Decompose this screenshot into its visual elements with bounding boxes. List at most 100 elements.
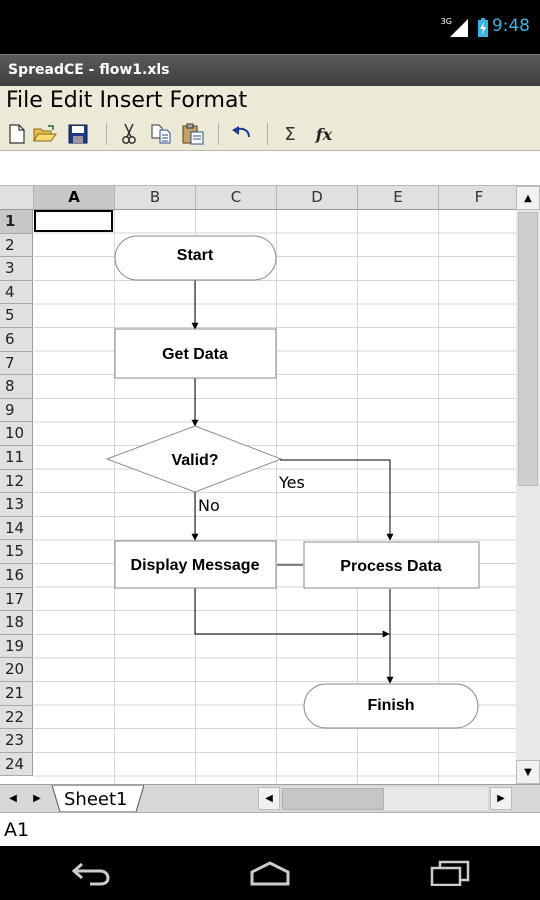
display-message-process[interactable] (114, 540, 277, 589)
row-header-8[interactable]: 8 (0, 375, 33, 399)
get-data-process[interactable] (114, 328, 277, 379)
row-header-17[interactable]: 17 (0, 587, 33, 612)
save-button[interactable] (66, 122, 90, 146)
copy-button[interactable] (150, 122, 174, 146)
arrow-display-to-merge (194, 588, 390, 638)
menu-insert[interactable]: Insert (99, 88, 163, 113)
row-header-20[interactable]: 20 (0, 658, 33, 682)
tab-next-button[interactable]: ▶ (26, 787, 48, 810)
row-header-9[interactable]: 9 (0, 398, 33, 423)
menu-edit[interactable]: Edit (49, 88, 93, 113)
hscroll-left-button[interactable]: ◀ (258, 787, 280, 810)
selected-cell-a1[interactable] (34, 210, 113, 232)
process-data-process[interactable] (303, 541, 480, 589)
signal-icon (450, 19, 468, 37)
back-icon[interactable] (70, 860, 112, 886)
row-header-10[interactable]: 10 (0, 422, 33, 446)
cell-address: A1 (4, 819, 30, 841)
get-data-label: Get Data (162, 346, 228, 363)
function-button[interactable]: fx (312, 122, 336, 146)
row-header-6[interactable]: 6 (0, 328, 33, 352)
start-label: Start (177, 247, 214, 264)
paste-icon (182, 123, 204, 145)
tab-sheet1[interactable] (52, 785, 144, 812)
hscroll-right-button[interactable]: ▶ (490, 787, 512, 810)
undo-button[interactable] (229, 122, 253, 146)
status-bar: 3G 9:48 (0, 0, 540, 54)
arrow-up-icon: ▲ (524, 192, 532, 204)
row-header-2[interactable]: 2 (0, 233, 33, 258)
column-header-a[interactable]: A (34, 186, 115, 210)
row-header-14[interactable]: 14 (0, 516, 33, 541)
column-header-e[interactable]: E (358, 186, 439, 210)
row-header-5[interactable]: 5 (0, 304, 33, 328)
flowchart: Start Get Data Valid? Yes No Display Mes… (105, 235, 480, 729)
battery-icon (478, 18, 488, 37)
sum-icon: Σ (284, 123, 296, 145)
row-header-3[interactable]: 3 (0, 257, 33, 281)
finish-label: Finish (367, 697, 414, 714)
menu-file[interactable]: File (6, 88, 43, 113)
row-header-4[interactable]: 4 (0, 280, 33, 305)
valid-decision[interactable] (105, 425, 283, 493)
column-header-f[interactable]: F (439, 186, 516, 210)
new-document-icon (9, 124, 25, 144)
vertical-scrollbar[interactable]: ▲ ▼ (516, 186, 540, 784)
home-icon[interactable] (248, 860, 292, 886)
formula-bar[interactable] (0, 151, 540, 186)
row-header-24[interactable]: 24 (0, 752, 33, 777)
cut-button[interactable] (117, 122, 141, 146)
function-icon: fx (315, 124, 333, 144)
navigation-bar (0, 846, 540, 900)
process-data-label: Process Data (340, 558, 441, 575)
recent-apps-icon[interactable] (430, 860, 470, 886)
network-label: 3G (440, 17, 452, 26)
column-header-b[interactable]: B (115, 186, 196, 210)
tab-prev-button[interactable]: ◀ (2, 787, 24, 810)
row-header-13[interactable]: 13 (0, 493, 33, 517)
valid-label: Valid? (171, 452, 218, 469)
scroll-down-button[interactable]: ▼ (516, 760, 540, 784)
row-header-1[interactable]: 1 (0, 210, 33, 234)
menu-format[interactable]: Format (169, 88, 248, 113)
arrow-valid-yes (280, 459, 394, 541)
row-header-18[interactable]: 18 (0, 611, 33, 635)
arrow-right-icon: ▶ (497, 793, 505, 804)
display-message-label: Display Message (131, 557, 260, 574)
spreadsheet-grid[interactable]: A B C D E F Start Get Data Valid? (0, 186, 516, 784)
window-title-bar: SpreadCE - flow1.xls (0, 54, 540, 87)
row-header-22[interactable]: 22 (0, 705, 33, 730)
row-header-16[interactable]: 16 (0, 564, 33, 588)
save-icon (68, 124, 88, 144)
column-header-d[interactable]: D (277, 186, 358, 210)
scroll-up-button[interactable]: ▲ (516, 186, 540, 210)
sum-button[interactable]: Σ (278, 122, 302, 146)
select-all-corner[interactable] (0, 186, 34, 210)
finish-terminal[interactable] (303, 683, 479, 729)
cell-address-bar: A1 (0, 812, 540, 847)
column-header-c[interactable]: C (196, 186, 277, 210)
new-document-button[interactable] (5, 122, 29, 146)
arrow-down-icon: ▼ (524, 766, 532, 778)
open-button[interactable] (33, 122, 57, 146)
start-terminal[interactable] (114, 235, 277, 281)
row-header-23[interactable]: 23 (0, 729, 33, 753)
row-header-21[interactable]: 21 (0, 682, 33, 706)
sheet-tab-bar: ◀ ▶ Sheet1 ◀ ▶ (0, 784, 540, 813)
horizontal-scroll-thumb[interactable] (282, 788, 384, 810)
row-header-11[interactable]: 11 (0, 446, 33, 470)
tab-sheet1-label: Sheet1 (64, 789, 128, 810)
arrow-left-icon: ◀ (265, 793, 273, 804)
arrow-right-icon: ▶ (33, 793, 41, 804)
open-folder-icon (33, 125, 57, 142)
row-header-12[interactable]: 12 (0, 469, 33, 494)
row-header-7[interactable]: 7 (0, 351, 33, 376)
arrow-left-icon: ◀ (9, 793, 17, 804)
paste-button[interactable] (181, 122, 205, 146)
row-header-19[interactable]: 19 (0, 634, 33, 659)
window-title: SpreadCE - flow1.xls (8, 62, 170, 78)
row-header-15[interactable]: 15 (0, 540, 33, 564)
vertical-scroll-thumb[interactable] (518, 212, 538, 486)
column-headers: A B C D E F (0, 186, 516, 210)
